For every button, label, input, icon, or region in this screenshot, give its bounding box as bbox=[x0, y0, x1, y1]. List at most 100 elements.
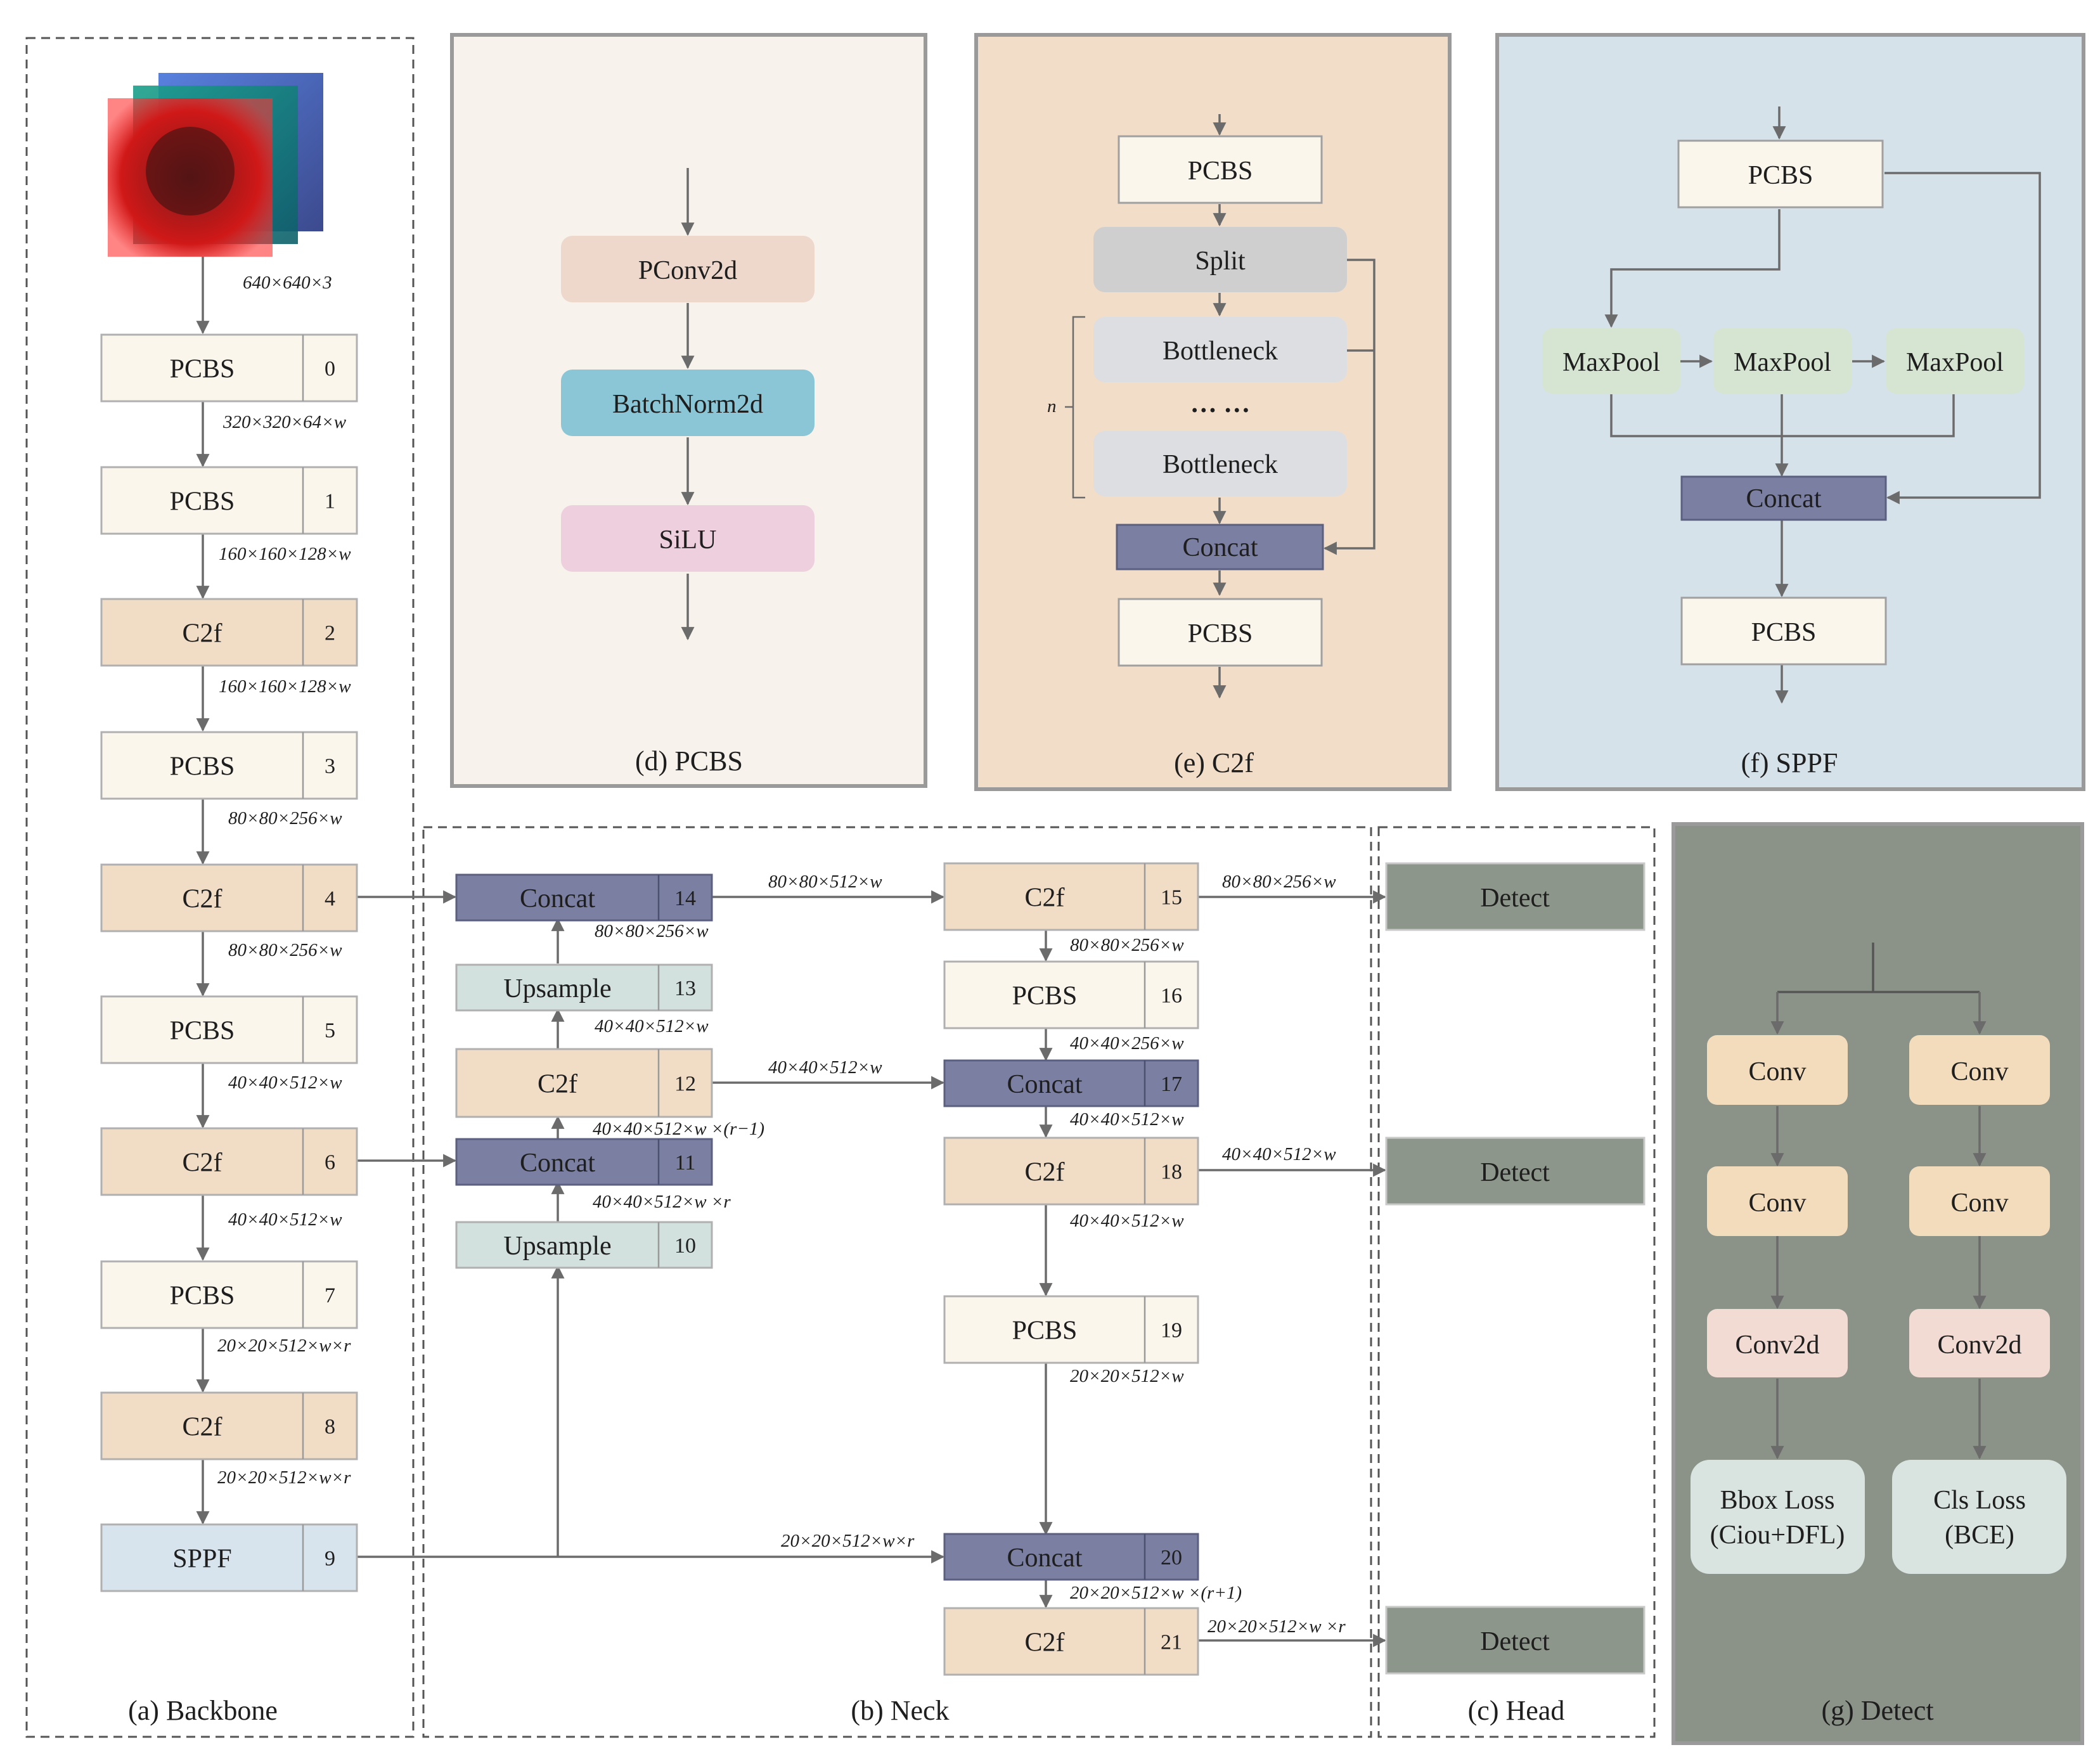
block-label: Concat bbox=[1007, 1070, 1083, 1099]
dim-label: 160×160×128×w bbox=[219, 544, 351, 564]
svg-text:PCBS: PCBS bbox=[1188, 619, 1253, 648]
block-index: 5 bbox=[325, 1019, 335, 1043]
detect-panel bbox=[1672, 822, 2084, 1745]
dim-label: 40×40×512×w bbox=[1222, 1144, 1336, 1164]
pconv2d-block: PConv2d bbox=[561, 236, 815, 302]
dim-label: 80×80×256×w bbox=[228, 940, 342, 960]
connection-lines bbox=[196, 106, 2041, 1647]
sppf-concat-block: Concat bbox=[1680, 475, 1887, 521]
conv-block: Conv bbox=[1707, 1035, 1848, 1105]
dim-label: 40×40×512×w ×(r−1) bbox=[593, 1119, 764, 1139]
conv2d-block: Conv2d bbox=[1909, 1309, 2050, 1377]
input-shape-label: 640×640×3 bbox=[243, 273, 332, 293]
panel-e-caption: (e) C2f bbox=[1174, 747, 1254, 778]
block-index: 0 bbox=[325, 358, 335, 381]
backbone-panel bbox=[25, 37, 415, 1738]
svg-text:MaxPool: MaxPool bbox=[1562, 348, 1660, 377]
dim-label: 160×160×128×w bbox=[219, 676, 351, 697]
dim-label: 80×80×256×w bbox=[595, 921, 709, 941]
dim-label: 20×20×512×w ×(r+1) bbox=[1070, 1583, 1242, 1603]
svg-text:Conv: Conv bbox=[1748, 1189, 1806, 1218]
svg-text:Detect: Detect bbox=[1480, 1627, 1550, 1656]
block-label: C2f bbox=[183, 619, 222, 648]
block-index: 16 bbox=[1161, 984, 1182, 1008]
bottleneck-block: Bottleneck bbox=[1093, 317, 1347, 382]
dim-label: 20×20×512×w ×r bbox=[1208, 1616, 1346, 1637]
block-index: 18 bbox=[1161, 1161, 1182, 1184]
conv-block: Conv bbox=[1707, 1166, 1848, 1236]
svg-text:(BCE): (BCE) bbox=[1945, 1521, 2014, 1550]
dim-label: 40×40×512×w bbox=[1070, 1211, 1184, 1231]
block-label: PCBS bbox=[170, 487, 235, 517]
conv-block: Conv bbox=[1909, 1166, 2050, 1236]
block-index: 3 bbox=[325, 755, 335, 778]
svg-text:Concat: Concat bbox=[1183, 533, 1258, 562]
sppf-pcbs-top-block: PCBS bbox=[1677, 139, 1884, 209]
svg-text:Detect: Detect bbox=[1480, 884, 1550, 913]
block-label: PCBS bbox=[1012, 982, 1078, 1011]
block-label: C2f bbox=[183, 1149, 222, 1178]
block-index: 11 bbox=[675, 1151, 696, 1175]
svg-text:Conv: Conv bbox=[1748, 1057, 1806, 1086]
neck-panel bbox=[422, 826, 1372, 1738]
svg-text:PCBS: PCBS bbox=[1748, 161, 1813, 190]
dim-label: 40×40×512×w bbox=[768, 1057, 882, 1078]
svg-text:Bbox Loss: Bbox Loss bbox=[1720, 1486, 1835, 1515]
block-index: 1 bbox=[325, 490, 335, 513]
concat-block: Concat 20 bbox=[943, 1533, 1199, 1581]
svg-text:Concat: Concat bbox=[1746, 484, 1822, 513]
block-index: 12 bbox=[674, 1073, 696, 1096]
block-index: 21 bbox=[1161, 1631, 1182, 1654]
block-label: Concat bbox=[1007, 1543, 1083, 1573]
dim-label: 20×20×512×w×r bbox=[781, 1531, 915, 1551]
c2f-concat-block: Concat bbox=[1116, 524, 1324, 570]
panel-d-caption: (d) PCBS bbox=[635, 745, 743, 776]
svg-text:Conv2d: Conv2d bbox=[1735, 1331, 1819, 1360]
c2f-pcbs-top-block: PCBS bbox=[1118, 135, 1323, 204]
block-index: 20 bbox=[1161, 1546, 1182, 1569]
block-label: C2f bbox=[183, 1413, 222, 1442]
maxpool-block: MaxPool bbox=[1542, 328, 1680, 394]
svg-text:SiLU: SiLU bbox=[659, 525, 716, 555]
svg-text:Bottleneck: Bottleneck bbox=[1163, 450, 1278, 479]
block-index: 13 bbox=[674, 977, 696, 1000]
svg-text:Split: Split bbox=[1195, 247, 1246, 276]
c2f-pcbs-bottom-block: PCBS bbox=[1118, 598, 1323, 667]
panel-f-caption: (f) SPPF bbox=[1741, 747, 1838, 778]
split-block: Split bbox=[1093, 227, 1347, 292]
dim-label: 320×320×64×w bbox=[222, 412, 347, 432]
svg-text:PCBS: PCBS bbox=[1188, 157, 1253, 186]
sppf-pcbs-bottom-block: PCBS bbox=[1680, 596, 1887, 666]
svg-text:MaxPool: MaxPool bbox=[1734, 348, 1831, 377]
dim-label: 20×20×512×w×r bbox=[217, 1336, 351, 1356]
ellipsis: … … bbox=[1190, 389, 1251, 418]
svg-text:Cls Loss: Cls Loss bbox=[1933, 1486, 2026, 1515]
dim-label: 40×40×256×w bbox=[1070, 1033, 1184, 1053]
maxpool-block: MaxPool bbox=[1886, 328, 2024, 394]
dim-label: 80×80×256×w bbox=[1222, 872, 1336, 892]
batchnorm2d-block: BatchNorm2d bbox=[561, 370, 815, 436]
dim-label: 80×80×256×w bbox=[1070, 935, 1184, 955]
block-index: 9 bbox=[325, 1547, 335, 1571]
silu-block: SiLU bbox=[561, 505, 815, 572]
svg-text:BatchNorm2d: BatchNorm2d bbox=[612, 390, 763, 419]
svg-text:MaxPool: MaxPool bbox=[1906, 348, 2004, 377]
dim-label: 80×80×256×w bbox=[228, 808, 342, 828]
dim-label: 40×40×512×w bbox=[595, 1016, 709, 1036]
dim-label: 80×80×512×w bbox=[768, 872, 882, 892]
